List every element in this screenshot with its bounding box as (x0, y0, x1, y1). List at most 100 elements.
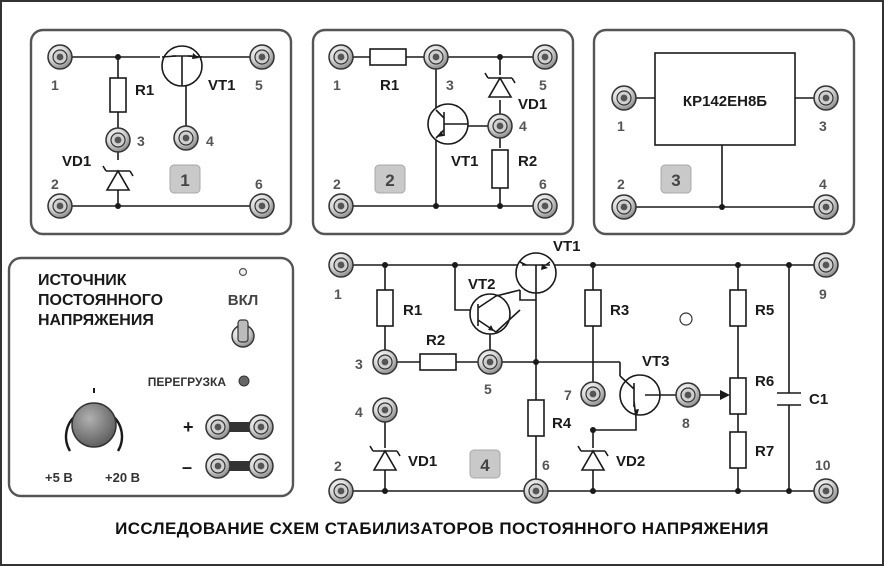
plus-label: + (183, 417, 194, 437)
vt1-label: VT1 (451, 153, 479, 170)
pin-label: 3 (137, 133, 145, 149)
jack-m4-6[interactable] (523, 478, 549, 504)
power-indicator-led (238, 267, 248, 277)
vt3-label: VT3 (642, 353, 670, 370)
output-plus-jack-b[interactable] (248, 414, 274, 440)
resistor-r2 (419, 353, 457, 371)
resistor-r1 (376, 289, 394, 327)
jack-m3-3[interactable] (813, 85, 839, 111)
pin-label: 1 (333, 77, 341, 93)
svg-text:2: 2 (385, 171, 394, 190)
jack-m4-7[interactable] (580, 381, 606, 407)
jack-m4-8[interactable] (675, 382, 701, 408)
module-1: 1 2 3 4 5 6 R1 VT1 VD1 1 (29, 28, 293, 236)
pin-label: 10 (815, 457, 831, 473)
c1-label: C1 (809, 391, 828, 408)
voltage-knob[interactable] (71, 402, 117, 448)
board-title: ИССЛЕДОВАНИЕ СХЕМ СТАБИЛИЗАТОРОВ ПОСТОЯН… (115, 519, 769, 538)
jack-m1-5[interactable] (249, 44, 275, 70)
r4-label: R4 (552, 415, 572, 432)
r1-label: R1 (380, 77, 399, 94)
pin-label: 5 (484, 381, 492, 397)
jack-m2-5[interactable] (532, 44, 558, 70)
transistor-vt1 (427, 103, 469, 145)
module-badge: 2 (374, 164, 406, 194)
vd1-label: VD1 (518, 96, 547, 113)
pin-label: 2 (334, 458, 342, 474)
transistor-vt2 (469, 289, 521, 335)
knob-max-label: +20 В (105, 470, 140, 485)
pin-label: 4 (206, 133, 214, 149)
jack-m3-1[interactable] (611, 85, 637, 111)
power-switch-label: ВКЛ (228, 292, 259, 309)
pin-label: 6 (542, 457, 550, 473)
r3-label: R3 (610, 302, 629, 319)
module-2: 1 2 3 4 5 6 R1 R2 VT1 VD1 2 (311, 28, 575, 236)
r1-label: R1 (135, 82, 154, 99)
module-3: КР142ЕН8Б 1 2 3 4 3 (592, 28, 856, 236)
output-minus-jack-b[interactable] (248, 453, 274, 479)
pin-label: 3 (819, 118, 827, 134)
pin-label: 2 (333, 176, 341, 192)
pin-label: 6 (539, 176, 547, 192)
vt1-label: VT1 (553, 238, 581, 255)
pin-label: 6 (255, 176, 263, 192)
knob-min-label: +5 В (45, 470, 73, 485)
output-plus-jack-a[interactable] (205, 414, 231, 440)
jack-m1-1[interactable] (47, 44, 73, 70)
pin-label: 1 (51, 77, 59, 93)
pin-label: 4 (819, 176, 827, 192)
jack-m3-4[interactable] (813, 194, 839, 220)
pin-label: 2 (51, 176, 59, 192)
overload-indicator-led (238, 375, 250, 387)
zener-vd1 (484, 72, 516, 98)
jack-m4-5[interactable] (477, 349, 503, 375)
jack-m1-6[interactable] (249, 193, 275, 219)
pin-label: 8 (682, 415, 690, 431)
resistor-r5 (729, 289, 747, 327)
r5-label: R5 (755, 302, 774, 319)
transistor-vt3 (619, 362, 688, 419)
jack-m2-6[interactable] (532, 193, 558, 219)
jack-m2-3[interactable] (423, 44, 449, 70)
pin-label: 1 (617, 118, 625, 134)
pin-label: 4 (355, 404, 363, 420)
power-toggle-switch[interactable] (231, 319, 255, 348)
module-badge: 1 (169, 164, 201, 194)
pin-label: 7 (564, 387, 572, 403)
jack-m2-2[interactable] (328, 193, 354, 219)
jack-m4-1[interactable] (328, 252, 354, 278)
module-4: 1 2 3 4 5 6 7 8 9 10 VT1 VT2 VT3 R1 R2 R… (328, 238, 839, 504)
r1-label: R1 (403, 302, 422, 319)
resistor-r6 (729, 377, 747, 415)
jack-m1-4[interactable] (173, 125, 199, 151)
module-badge: 4 (469, 449, 501, 479)
pin-label: 2 (617, 176, 625, 192)
jack-m1-3[interactable] (105, 127, 131, 153)
resistor-r1 (369, 48, 407, 66)
vd1-label: VD1 (408, 453, 437, 470)
pin-label: 3 (355, 356, 363, 372)
r7-label: R7 (755, 443, 774, 460)
output-minus-jack-a[interactable] (205, 453, 231, 479)
jack-m2-4[interactable] (487, 113, 513, 139)
psu-title-line: ИСТОЧНИК (38, 272, 127, 289)
svg-text:3: 3 (671, 171, 680, 190)
jack-m4-3[interactable] (372, 349, 398, 375)
resistor-r2 (491, 149, 509, 189)
jack-m4-9[interactable] (813, 252, 839, 278)
vt2-label: VT2 (468, 276, 496, 293)
jack-m3-2[interactable] (611, 194, 637, 220)
resistor-r3 (584, 289, 602, 327)
pin-label: 1 (334, 286, 342, 302)
jack-m4-4[interactable] (372, 397, 398, 423)
jack-m1-2[interactable] (47, 193, 73, 219)
psu-title-line: НАПРЯЖЕНИЯ (38, 312, 154, 329)
transistor-vt1 (515, 252, 557, 300)
zener-vd1 (102, 165, 134, 191)
jack-m4-2[interactable] (328, 478, 354, 504)
jack-m4-10[interactable] (813, 478, 839, 504)
jack-m2-1[interactable] (328, 44, 354, 70)
resistor-r7 (729, 431, 747, 469)
